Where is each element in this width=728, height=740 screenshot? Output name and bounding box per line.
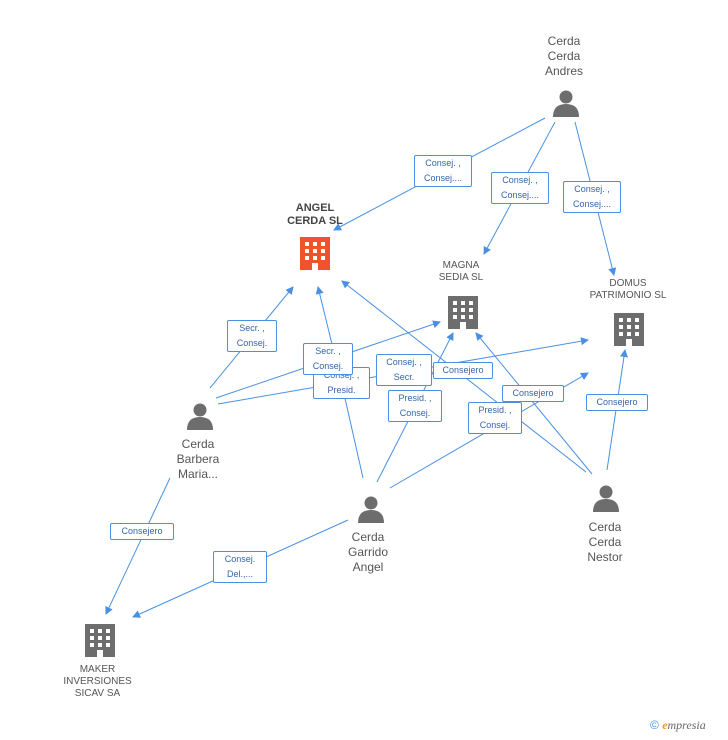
edge-label-line: Presid. , [478,405,512,415]
label-line: DOMUS [609,278,647,289]
person-icon-andres [553,90,579,117]
edge-label-line: Consej.... [423,173,463,183]
edge-label-andres-angel[interactable]: Consej. , Consej.... [414,155,472,187]
edge-label-line: Presid. , [398,393,432,403]
node-label-cerda-cerda-andres[interactable]: Cerda Cerda Andres [524,34,604,79]
edge-label-andres-magna[interactable]: Consej. , Consej.... [491,172,549,204]
person-icon-maria [187,403,213,430]
node-label-magna-sedia-sl[interactable]: MAGNA SEDIA SL [416,260,506,284]
building-icon-domus [614,313,644,346]
edge-label-andres-domus[interactable]: Consej. , Consej.... [563,181,621,213]
edge-label-maria-domus[interactable]: Consej. , Secr. [376,354,432,386]
label-line: Maria... [177,467,218,481]
edge-nestor-magna [475,332,593,475]
label-line: ANGEL [295,202,335,214]
edge-label-maria-magna[interactable]: Secr. , Consej. [303,343,353,375]
edge-label-garrido-maker[interactable]: Consej. Del.,... [213,551,267,583]
edge-label-line: Secr. , [315,346,341,356]
label-line: MAGNA [442,260,480,271]
label-line: Cerda [181,437,215,451]
edge-label-line: Consej.... [500,190,540,200]
edge-label-nestor-magna[interactable]: Consejero [502,385,564,402]
edge-label-line: Secr. , [239,323,265,333]
label-line: Nestor [587,550,623,564]
edge-label-line: Consej. [224,554,256,564]
edge-label-line: Consej. [479,420,511,430]
label-line: Andres [544,64,584,78]
building-icon-magna [448,296,478,329]
edge-label-line: Consej. , [574,184,610,194]
edge-label-line: Consej. , [502,175,538,185]
edge-label-maria-angel[interactable]: Secr. , Consej. [227,320,277,352]
edge-label-line: Consej. [312,361,344,371]
edge-label-line: Consejero [596,397,638,407]
edge-label-line: Presid. [327,385,356,395]
edge-label-line: Consej.... [572,199,612,209]
footer-brand[interactable]: © empresia [650,718,706,733]
building-icon-angel [300,237,330,270]
person-icon-garrido [358,496,384,523]
label-line: Angel [352,560,384,574]
brand-logo-e: e [662,718,668,732]
edge-label-line: Secr. [393,372,415,382]
edge-label-line: Consej. , [386,357,422,367]
label-line: Cerda [588,535,622,549]
label-line: Cerda [547,34,581,48]
edge-label-line: Consej. , [323,370,360,380]
node-label-cerda-garrido-angel[interactable]: Cerda Garrido Angel [328,530,408,575]
brand-name: mpresia [667,718,706,732]
edge-label-line: Consejero [442,365,484,375]
label-line: SEDIA SL [438,272,484,283]
edge-label-line: Consej. , [425,158,461,168]
label-line: Cerda [588,520,622,534]
node-label-maker-inversiones-sicav-sa[interactable]: MAKER INVERSIONES SICAV SA [50,664,145,700]
label-line: CERDA SL [287,215,343,227]
node-label-angel-cerda-sl[interactable]: ANGEL CERDA SL [270,202,360,228]
label-line: SICAV SA [74,688,121,699]
label-line: Cerda [547,49,581,63]
node-label-cerda-barbera-maria[interactable]: Cerda Barbera Maria... [158,437,238,482]
node-label-domus-patrimonio-sl[interactable]: DOMUS PATRIMONIO SL [578,278,678,302]
edge-label-garrido-magna[interactable]: Presid. , Consej. [388,390,442,422]
label-line: INVERSIONES [63,676,132,687]
edge-label-line: Del.,... [226,569,253,579]
edge-label-garrido-domus[interactable]: Presid. , Consej. [468,402,522,434]
label-line: PATRIMONIO SL [589,290,667,301]
copyright-icon: © [650,718,659,732]
edge-label-line: Consejero [121,526,163,536]
label-line: Cerda [351,530,385,544]
edge-label-maria-maker[interactable]: Consejero [110,523,174,540]
person-icon-nestor [593,485,619,512]
edge-label-line: Consej. [236,338,268,348]
edge-label-nestor-domus[interactable]: Consejero [586,394,648,411]
node-label-cerda-cerda-nestor[interactable]: Cerda Cerda Nestor [565,520,645,565]
label-line: MAKER [79,664,116,675]
label-line: Barbera [176,452,220,466]
edge-label-nestor-angel[interactable]: Consejero [433,362,493,379]
label-line: Garrido [347,545,388,559]
edge-maria-maker [105,477,171,615]
edge-label-line: Consejero [512,388,554,398]
building-icon-maker [85,624,115,657]
edge-label-line: Consej. [399,408,431,418]
